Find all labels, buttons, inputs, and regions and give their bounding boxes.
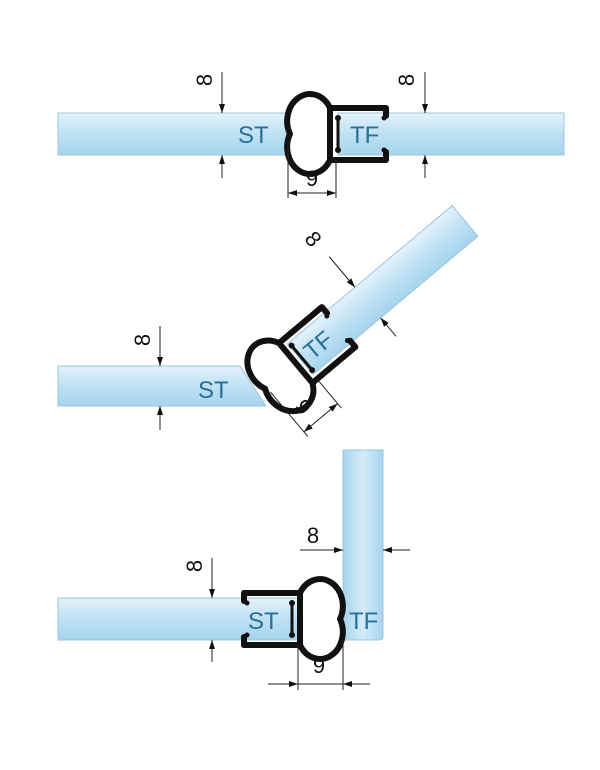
seal-profile xyxy=(284,91,389,177)
dimension-thickness-left: 8 xyxy=(130,326,163,430)
dimension-thickness-right: 8 xyxy=(300,523,410,553)
label-st: ST xyxy=(248,608,279,635)
dimension-gap: 9 xyxy=(287,140,337,198)
glass-panel-tf xyxy=(286,204,479,376)
seal-profile xyxy=(244,304,359,415)
dim-text: 9 xyxy=(306,166,318,191)
diagram-straight: ST TF 8 8 9 xyxy=(57,72,565,198)
dimension-thickness-left: 8 xyxy=(182,558,215,662)
glass-panel-st xyxy=(57,365,267,407)
label-tf: TF xyxy=(349,608,378,635)
label-st: ST xyxy=(238,122,269,149)
glass-panel-st xyxy=(57,597,299,641)
label-tf: TF xyxy=(350,122,379,149)
dimension-thickness-left: 8 xyxy=(192,72,225,178)
dim-text: 8 xyxy=(307,523,319,548)
dim-text: 8 xyxy=(192,74,217,86)
diagram-angled: ST TF xyxy=(57,204,479,437)
dimension-thickness-right xyxy=(328,256,397,337)
glass-panel-tf xyxy=(337,112,565,156)
dim-text: 8 xyxy=(394,74,419,86)
seal-profile xyxy=(241,576,346,662)
label-st: ST xyxy=(198,377,229,404)
dim-text: 9 xyxy=(313,653,325,678)
dimension-gap: 9 xyxy=(268,640,370,690)
dim-text-gap: 9 xyxy=(290,394,317,419)
dim-text-thickness-right: 8 xyxy=(300,226,327,251)
diagram-right-angle: ST TF 8 8 9 xyxy=(57,449,410,690)
dim-text: 8 xyxy=(130,334,155,346)
dimension-thickness-right: 8 xyxy=(394,72,428,178)
glass-panel-tf xyxy=(342,449,384,641)
dimension-gap xyxy=(270,378,342,437)
dim-text: 8 xyxy=(182,560,207,572)
glass-panel-st xyxy=(57,112,287,156)
